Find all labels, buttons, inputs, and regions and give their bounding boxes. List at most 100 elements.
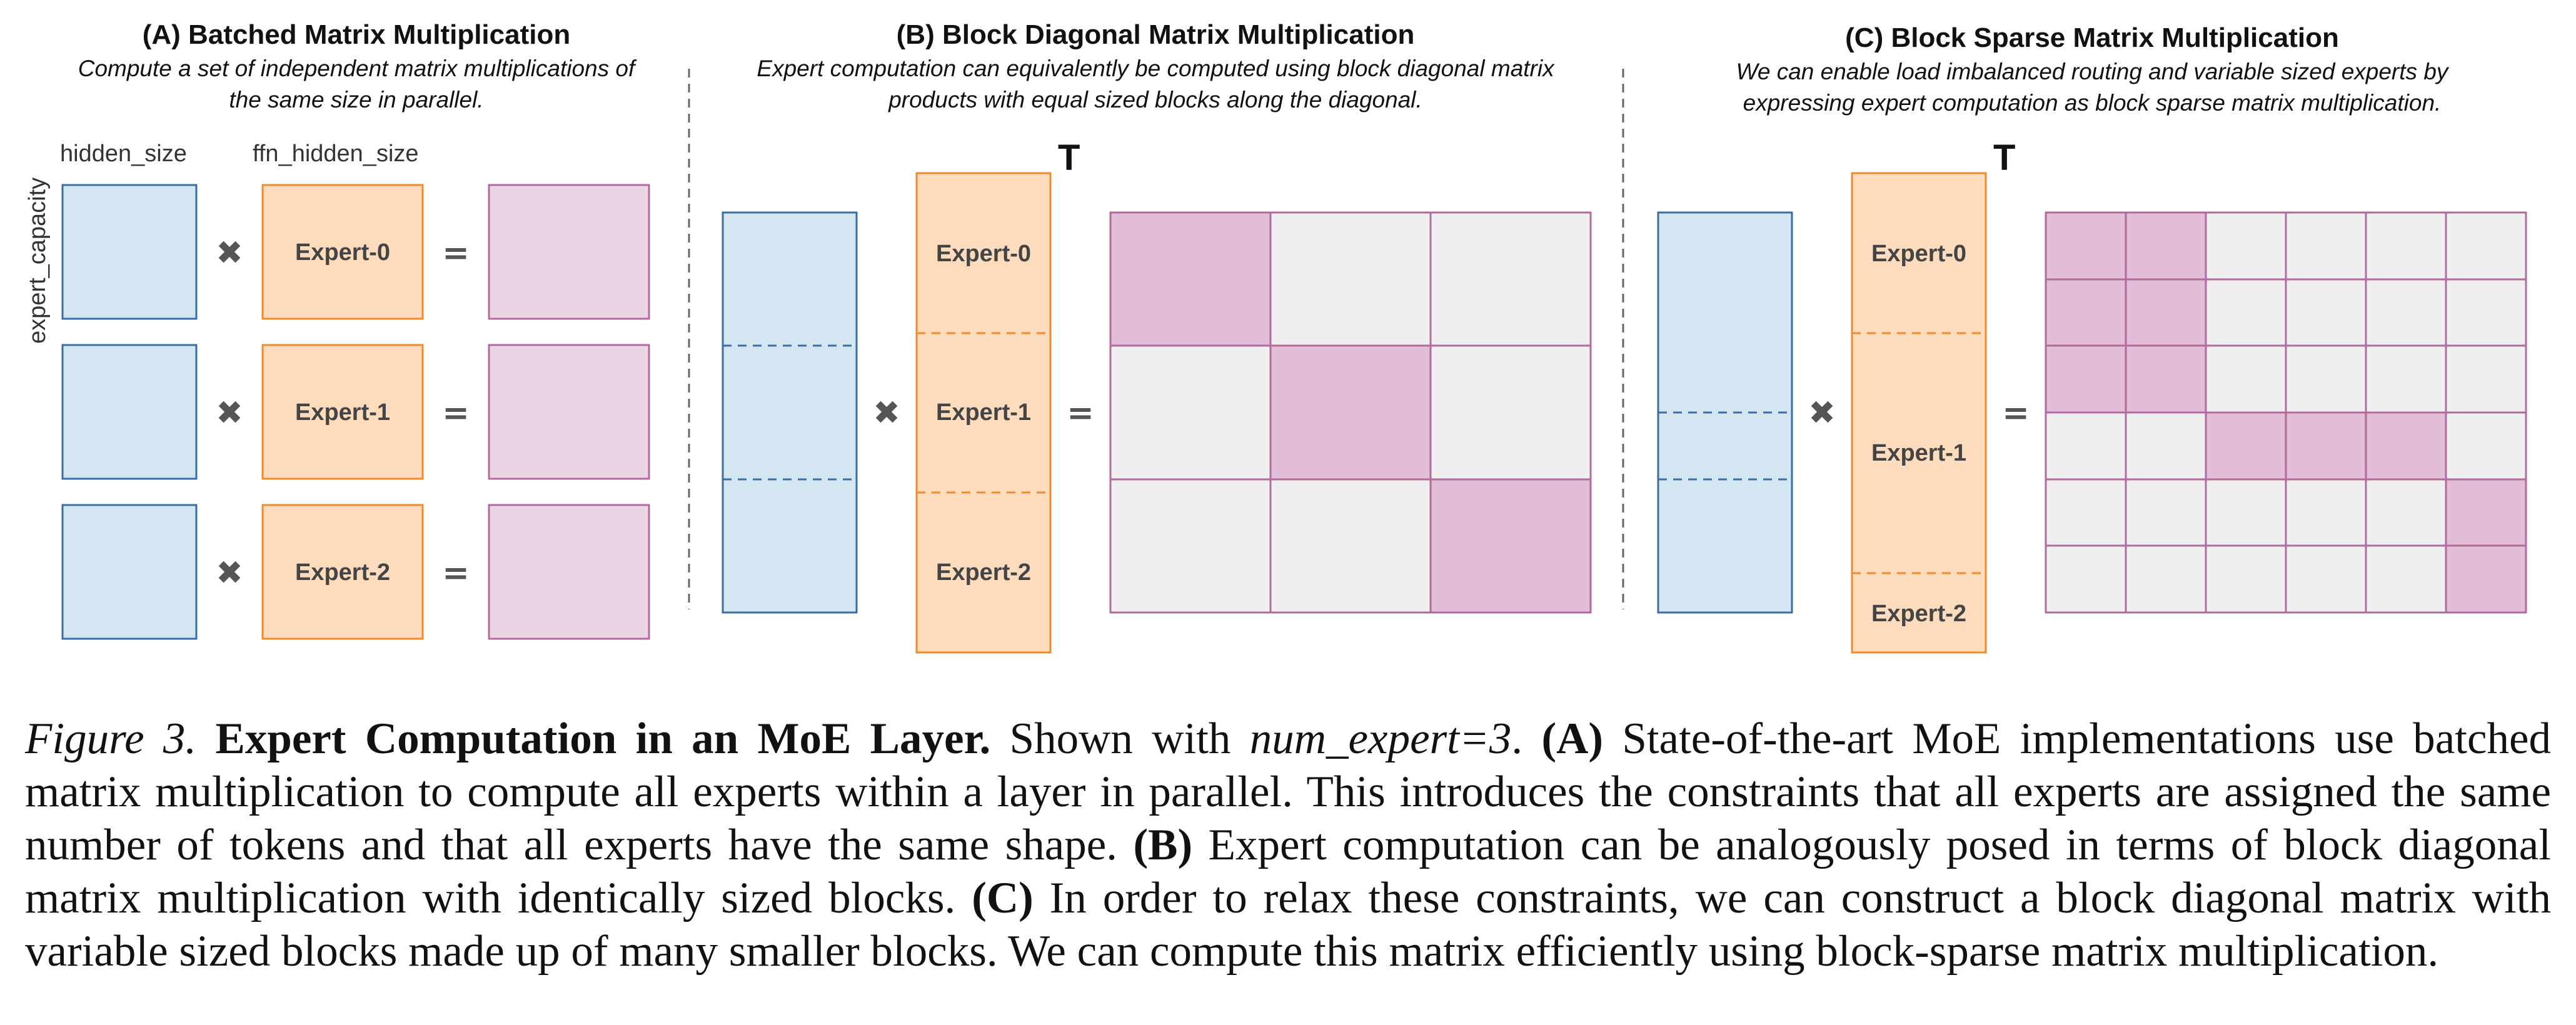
zero-block (2205, 278, 2287, 347)
zero-block (1109, 344, 1272, 481)
multiply-sign: ✖ (216, 554, 243, 592)
panel-c-subtitle-line1: We can enable load imbalanced routing an… (1736, 59, 2450, 84)
expert-label: Expert-2 (1871, 601, 1966, 627)
panel-a-subtitle-line1: Compute a set of independent matrix mult… (78, 56, 637, 81)
zero-block (2445, 344, 2527, 414)
caption-figure-label: Figure 3. (25, 714, 197, 763)
caption-tag-c: (C) (972, 874, 1034, 922)
panel-a-subtitle-line2: the same size in parallel. (229, 87, 483, 112)
zero-block (2445, 278, 2527, 347)
zero-block (1269, 211, 1432, 347)
multiply-sign: ✖ (1808, 394, 1836, 432)
token-matrix (722, 211, 858, 614)
zero-block (2045, 544, 2127, 614)
expert-label: Expert-1 (936, 399, 1031, 426)
diag-block (1269, 344, 1432, 481)
panel-b: (B) Block Diagonal Matrix Multiplication… (722, 19, 1592, 654)
zero-block (2365, 478, 2447, 547)
zero-block (2445, 211, 2527, 281)
zero-block (2045, 411, 2127, 481)
zero-block (2125, 544, 2207, 614)
zero-block (2285, 211, 2367, 281)
diag-block (1109, 211, 1272, 347)
caption-text: In order to relax these constraints, we … (25, 874, 2551, 976)
zero-block (2045, 478, 2127, 547)
transpose-mark: T (1058, 138, 1080, 178)
diag-block (1429, 478, 1592, 614)
panel-c-title: (C) Block Sparse Matrix Multiplication (1845, 22, 2339, 53)
zero-block (2125, 478, 2207, 547)
nonzero-block (2045, 344, 2127, 414)
equals-sign: = (442, 234, 470, 272)
expert-weight-0 (261, 184, 424, 320)
zero-block (2445, 411, 2527, 481)
zero-block (2285, 478, 2367, 547)
output-block-0 (488, 184, 650, 320)
zero-block (2365, 211, 2447, 281)
nonzero-block (2125, 278, 2207, 347)
expert-label: Expert-2 (295, 559, 390, 586)
expert-label: Expert-2 (936, 559, 1031, 586)
figure-caption: Figure 3. Expert Computation in an MoE L… (25, 712, 2551, 978)
nonzero-block (2445, 544, 2527, 614)
caption-bold-title: Expert Computation in an MoE Layer. (215, 714, 991, 763)
output-block-1 (488, 344, 650, 480)
panel-b-subtitle-line1: Expert computation can equivalently be c… (757, 56, 1555, 81)
input-block-1 (61, 344, 198, 480)
caption-tag-a: (A) (1541, 714, 1604, 763)
nonzero-block (2045, 211, 2127, 281)
nonzero-block (2125, 344, 2207, 414)
expert-label: Expert-0 (1871, 241, 1966, 267)
equals-sign: = (2002, 394, 2030, 432)
caption-text: . (1511, 714, 1542, 763)
input-block-2 (61, 504, 198, 640)
panel-a-title: (A) Batched Matrix Multiplication (143, 19, 570, 50)
panel-b-subtitle-line2: products with equal sized blocks along t… (888, 87, 1422, 112)
zero-block (2365, 544, 2447, 614)
block-sparse-output (2045, 211, 2527, 614)
expert-weight-2 (261, 504, 424, 640)
panel-c: (C) Block Sparse Matrix Multiplication W… (1657, 22, 2527, 654)
zero-block (2365, 278, 2447, 347)
ffn-hidden-size-label: ffn_hidden_size (253, 141, 419, 167)
equals-sign: = (1067, 394, 1094, 432)
zero-block (1269, 478, 1432, 614)
caption-text: Expert computation can be analogously po… (25, 821, 2551, 922)
multiply-sign: ✖ (216, 394, 243, 432)
moe-figure: (A) Batched Matrix Multiplication Comput… (24, 19, 2527, 654)
expert-label: Expert-0 (936, 241, 1031, 267)
caption-variable: num_expert=3 (1249, 714, 1512, 763)
transpose-mark: T (1993, 138, 2015, 178)
equals-sign: = (442, 554, 470, 592)
panel-b-title: (B) Block Diagonal Matrix Multiplication (897, 19, 1415, 50)
zero-block (2285, 344, 2367, 414)
zero-block (1429, 344, 1592, 481)
nonzero-block (2445, 478, 2527, 547)
expert-label: Expert-1 (1871, 440, 1966, 466)
zero-block (1429, 211, 1592, 347)
nonzero-block (2285, 411, 2367, 481)
zero-block (2205, 344, 2287, 414)
hidden-size-label: hidden_size (60, 141, 187, 167)
nonzero-block (2365, 411, 2447, 481)
expert-label: Expert-0 (295, 239, 390, 266)
zero-block (2205, 478, 2287, 547)
expert-weights-stack (915, 172, 1052, 654)
panel-c-subtitle-line2: expressing expert computation as block s… (1743, 90, 2442, 116)
nonzero-block (2125, 211, 2207, 281)
equals-sign: = (442, 394, 470, 432)
panel-a: (A) Batched Matrix Multiplication Comput… (24, 19, 650, 640)
zero-block (2285, 544, 2367, 614)
nonzero-block (2045, 278, 2127, 347)
multiply-sign: ✖ (216, 234, 243, 272)
block-diagonal-output (1109, 211, 1592, 614)
nonzero-block (2205, 411, 2287, 481)
zero-block (2205, 544, 2287, 614)
caption-text: State-of-the-art MoE implementations use… (25, 714, 2551, 869)
caption-tag-b: (B) (1133, 821, 1193, 869)
output-block-2 (488, 504, 650, 640)
zero-block (2125, 411, 2207, 481)
expert-capacity-label: expert_capacity (24, 178, 51, 344)
zero-block (2285, 278, 2367, 347)
zero-block (2205, 211, 2287, 281)
